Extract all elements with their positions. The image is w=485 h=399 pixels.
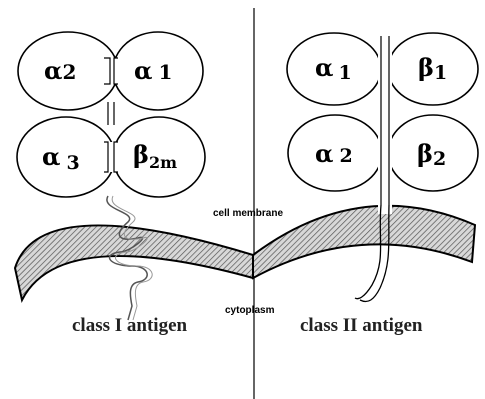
membrane-band-left	[13, 224, 254, 303]
class2-beta-stalk	[359, 204, 390, 303]
class1-alpha2-label: α2	[44, 56, 76, 85]
class2-beta1-label: β1	[418, 53, 447, 84]
class2-beta2-label: β2	[417, 139, 446, 170]
cell-membrane-label: cell membrane	[213, 208, 283, 219]
class2-alpha2-domain	[287, 114, 383, 192]
class1-b2m-label: β2m	[133, 140, 177, 172]
membrane-band-right	[252, 204, 477, 280]
class2-alpha1-domain	[286, 32, 382, 106]
class2-antigen-label: class II antigen	[300, 315, 423, 336]
cytoplasm-label: cytoplasm	[225, 305, 275, 316]
class1-antigen-label: class I antigen	[72, 315, 188, 336]
class2-alpha-stalk	[354, 204, 382, 300]
class1-transmembrane-coil	[106, 195, 148, 321]
